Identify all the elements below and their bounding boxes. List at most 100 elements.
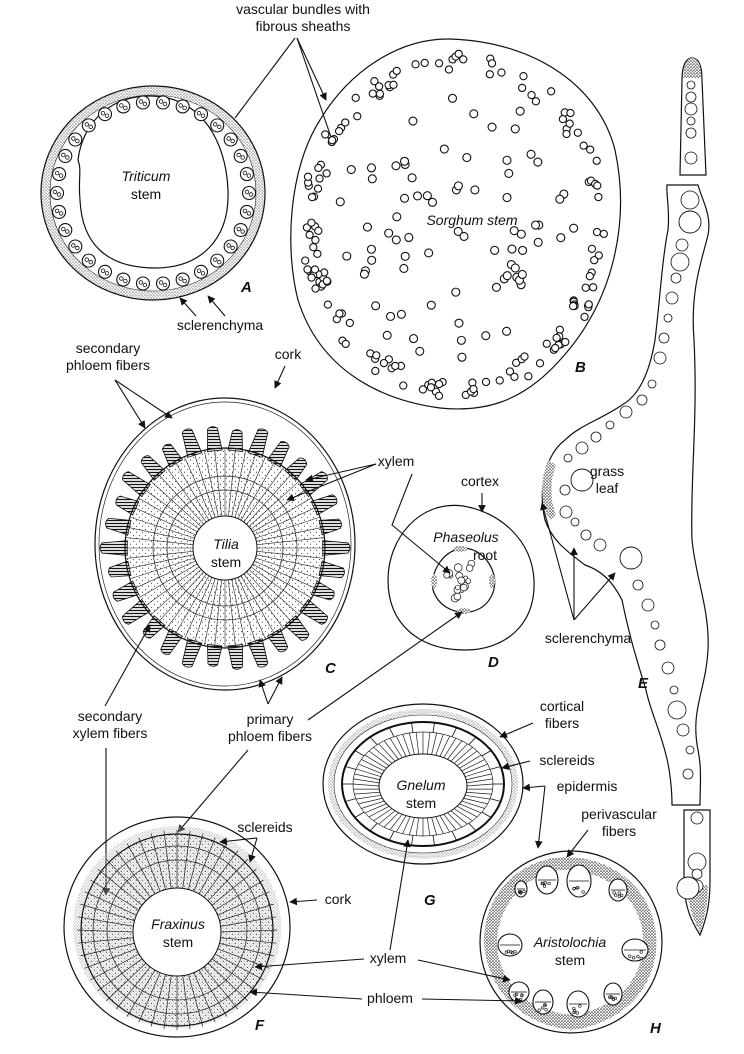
- fraxinus-rays: [76, 830, 278, 1030]
- ray: [106, 962, 147, 1001]
- ray: [115, 966, 151, 1010]
- vascular-bundle: [470, 185, 480, 195]
- vessel: [71, 243, 76, 248]
- aristolochia-subtitle: stem: [555, 952, 585, 968]
- phloem-fiber-wedge: [105, 517, 132, 536]
- ray: [211, 868, 257, 906]
- vascular-bundle: [418, 385, 428, 394]
- label-cortex: cortex: [461, 473, 499, 489]
- xylem-strand: [383, 740, 399, 760]
- vascular-bundle: [555, 194, 565, 204]
- vascular-bundle: [310, 265, 320, 274]
- vessel: [200, 271, 206, 276]
- vascular-bundle: [97, 107, 113, 122]
- gnelum-xylem-strands: [342, 722, 504, 846]
- xylem-vessel: [515, 992, 519, 996]
- leaf-cell: [676, 723, 690, 737]
- vascular-bundle: [328, 136, 337, 145]
- xylem-strand: [466, 783, 494, 787]
- xylem-vessel: [575, 1011, 579, 1015]
- leaf-cell: [663, 313, 673, 323]
- vascular-bundle: [531, 97, 541, 106]
- sclereid-wall: [432, 835, 435, 846]
- phloem-fiber-wedge: [227, 429, 243, 453]
- vascular-bundle: [535, 359, 545, 368]
- ray: [220, 916, 277, 927]
- vascular-bundle: [334, 126, 344, 136]
- xylem-strand: [373, 808, 393, 822]
- vascular-bundle: [558, 114, 568, 124]
- xylem-strand: [461, 759, 485, 772]
- panel-e-grass-leaf: grass leaf E: [541, 57, 711, 937]
- vascular-bundle: [412, 191, 423, 201]
- xylem-vessel: [613, 996, 617, 1000]
- ray: [184, 456, 213, 519]
- leaf-cell: [686, 80, 696, 90]
- vascular-bundle: [434, 59, 444, 68]
- ray: [248, 569, 300, 616]
- sclereid-wall: [468, 823, 477, 832]
- xylem-vessel: [453, 563, 463, 572]
- xylem-strand: [447, 812, 463, 828]
- vessel: [182, 278, 187, 284]
- label-cork-f: cork: [325, 891, 352, 907]
- xylem-vessel: [520, 993, 524, 997]
- sclereid-wall: [411, 722, 414, 733]
- leaf-cell: [670, 272, 682, 284]
- vascular-bundle: [241, 185, 257, 201]
- vascular-bundle: [415, 346, 425, 356]
- vascular-bundle: [392, 66, 401, 76]
- panel-a-triticum-stem: Triticum stem A: [40, 85, 266, 301]
- vessel: [65, 229, 70, 234]
- ray: [115, 850, 151, 898]
- vessel: [236, 152, 241, 158]
- vessel: [230, 138, 235, 144]
- vessel: [244, 189, 250, 195]
- sclereid-wall: [345, 766, 356, 770]
- vascular-bundle: [307, 192, 317, 202]
- vascular-bundle: [517, 269, 527, 280]
- ray: [214, 579, 222, 648]
- ray: [214, 953, 264, 981]
- vascular-bundle: [457, 352, 467, 362]
- leaf-vascular-bundle: [678, 210, 702, 234]
- label-cortical-1: cortical: [540, 698, 584, 714]
- phaseolus-subtitle: root: [473, 547, 497, 563]
- vascular-bundle: [587, 244, 597, 253]
- vascular-bundle: [520, 352, 529, 361]
- ray: [256, 526, 323, 542]
- xylem-strand: [361, 800, 385, 809]
- label-secondary-xylem-1: secondary: [78, 708, 143, 724]
- vascular-bundle: [533, 157, 543, 167]
- leader-primary-phloem-f: [177, 749, 249, 833]
- vessel: [162, 101, 168, 107]
- phloem-fiber-wedge: [247, 428, 269, 458]
- vascular-bundle: [52, 167, 67, 182]
- xylem-vessel: [465, 564, 474, 572]
- vascular-bundle: [592, 156, 601, 165]
- ray: [211, 958, 257, 992]
- ray: [125, 551, 194, 559]
- xylem-vessel: [576, 886, 580, 890]
- vessel: [213, 122, 218, 127]
- vessel: [158, 280, 164, 285]
- ray: [184, 577, 213, 640]
- ray: [90, 879, 140, 911]
- leader-secondary-phloem-2: [114, 379, 146, 429]
- xylem-vessel: [639, 950, 643, 954]
- ray: [127, 526, 194, 542]
- leaf-cell: [647, 379, 657, 389]
- label-sclereids-g: sclereids: [539, 752, 594, 768]
- ray: [214, 879, 264, 911]
- ray: [174, 575, 210, 635]
- xylem-vessel: [460, 583, 468, 592]
- vascular-bundle: [193, 264, 209, 279]
- leader-sclerenchyma-a-2: [207, 295, 226, 317]
- ray: [228, 448, 236, 517]
- vascular-bundle: [593, 181, 602, 190]
- phloem-fiber-wedge: [318, 518, 342, 536]
- panel-letter-e: E: [638, 675, 649, 692]
- ray: [234, 452, 257, 518]
- xylem-vessel: [457, 576, 466, 585]
- xylem-strand: [466, 791, 492, 795]
